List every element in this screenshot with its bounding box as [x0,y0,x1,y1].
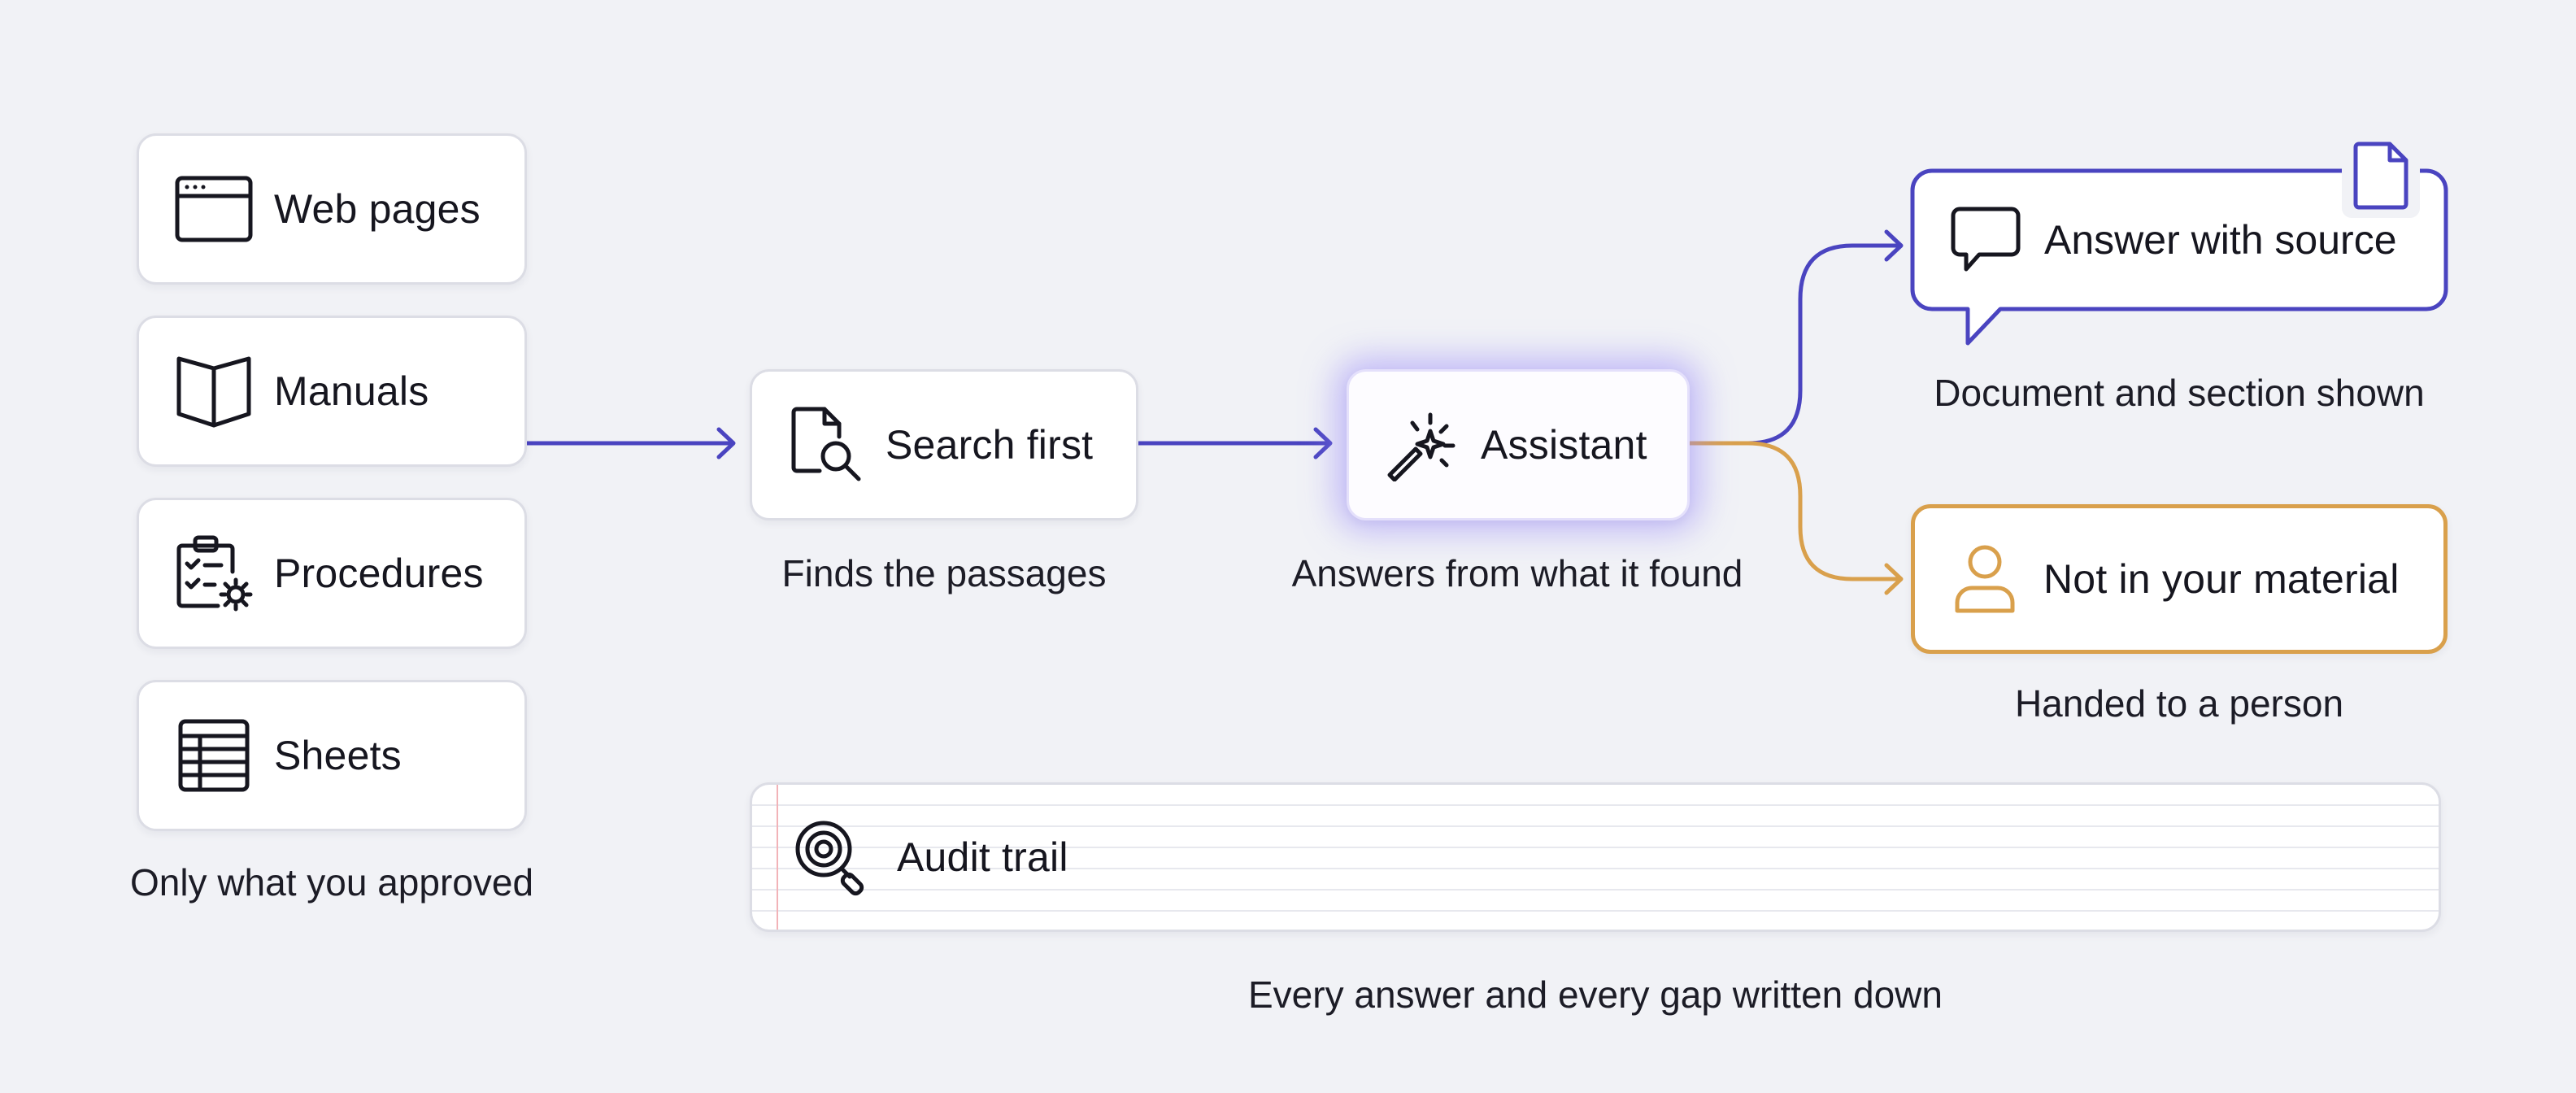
fallback-label: Not in your material [2043,556,2400,602]
source-card-sheets: Sheets [137,680,527,831]
search-label: Search first [886,422,1094,468]
source-label-web-pages: Web pages [274,186,481,232]
search-caption: Finds the passages [781,552,1107,594]
assistant-card: Assistant [1347,369,1690,520]
arrowhead-search [716,427,736,459]
answer-caption: Document and section shown [1934,372,2425,414]
answer-bubble-outline [1910,168,2448,346]
arrowhead-fallback [1884,563,1904,595]
branch-to-answer [1687,243,1902,446]
open-book-icon [173,354,255,429]
document-search-icon [786,406,866,484]
search-card: Search first [750,369,1138,520]
audit-trail-card: Audit trail [750,782,2441,932]
sources-caption: Only what you approved [129,861,534,904]
answer-label: Answer with source [2044,217,2397,263]
margin-line [777,785,778,930]
source-label-sheets: Sheets [274,733,402,778]
source-label-procedures: Procedures [274,551,484,596]
branch-to-fallback [1687,441,1902,581]
answer-card: Answer with source [1912,171,2446,309]
fallback-card: Not in your material [1911,504,2448,654]
magic-wand-icon [1383,408,1456,481]
arrowhead-assistant [1313,427,1333,459]
source-label-manuals: Manuals [274,368,429,414]
magnifier-target-icon [793,818,871,896]
source-card-manuals: Manuals [137,316,527,467]
clipboard-checklist-gear-icon [173,533,255,614]
fallback-caption: Handed to a person [2014,682,2344,725]
speech-bubble-icon [1950,206,2021,274]
browser-window-icon [173,173,255,245]
assistant-caption: Answers from what it found [1291,552,1743,594]
document-icon [2342,133,2420,218]
audit-label: Audit trail [897,834,1068,880]
assistant-label: Assistant [1481,422,1647,468]
arrowhead-answer [1884,229,1904,262]
spreadsheet-icon [173,718,255,793]
source-card-procedures: Procedures [137,498,527,649]
audit-caption: Every answer and every gap written down [1248,973,1943,1016]
source-card-web-pages: Web pages [137,133,527,285]
person-icon [1951,542,2019,616]
